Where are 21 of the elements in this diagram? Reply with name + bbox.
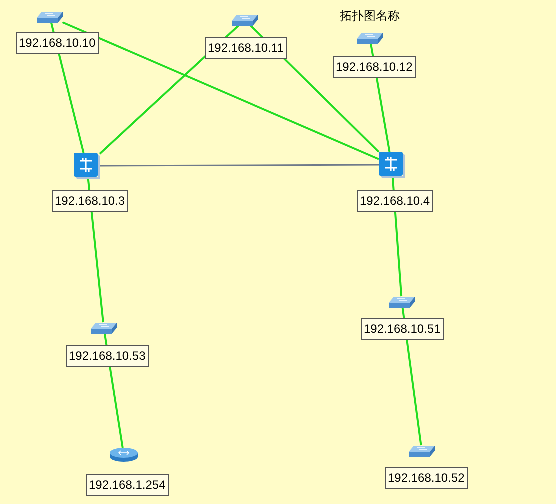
switch-icon xyxy=(357,32,383,44)
ip-address-label: 192.168.10.4 xyxy=(357,190,434,212)
network-link xyxy=(62,22,380,160)
ip-address-label: 192.168.10.11 xyxy=(205,37,287,59)
ip-address-label: 192.168.10.12 xyxy=(333,56,416,78)
ip-address-label: 192.168.10.3 xyxy=(52,190,128,212)
ip-address-label: 192.168.1.254 xyxy=(86,474,169,496)
switch-icon xyxy=(389,296,415,308)
ip-address-label: 192.168.10.10 xyxy=(16,32,99,54)
network-link xyxy=(100,164,379,167)
ip-address-label: 192.168.10.53 xyxy=(66,345,149,367)
diagram-title: 拓扑图名称 xyxy=(340,8,400,25)
layer3-switch-icon xyxy=(379,152,405,178)
ip-address-label: 192.168.10.51 xyxy=(361,318,444,340)
router-icon xyxy=(110,448,138,462)
layer3-switch-icon xyxy=(74,153,100,179)
switch-icon xyxy=(409,446,435,456)
switch-icon xyxy=(37,12,63,22)
ip-address-label: 192.168.10.52 xyxy=(385,467,468,489)
switch-icon xyxy=(232,14,258,26)
switch-icon xyxy=(91,322,117,334)
